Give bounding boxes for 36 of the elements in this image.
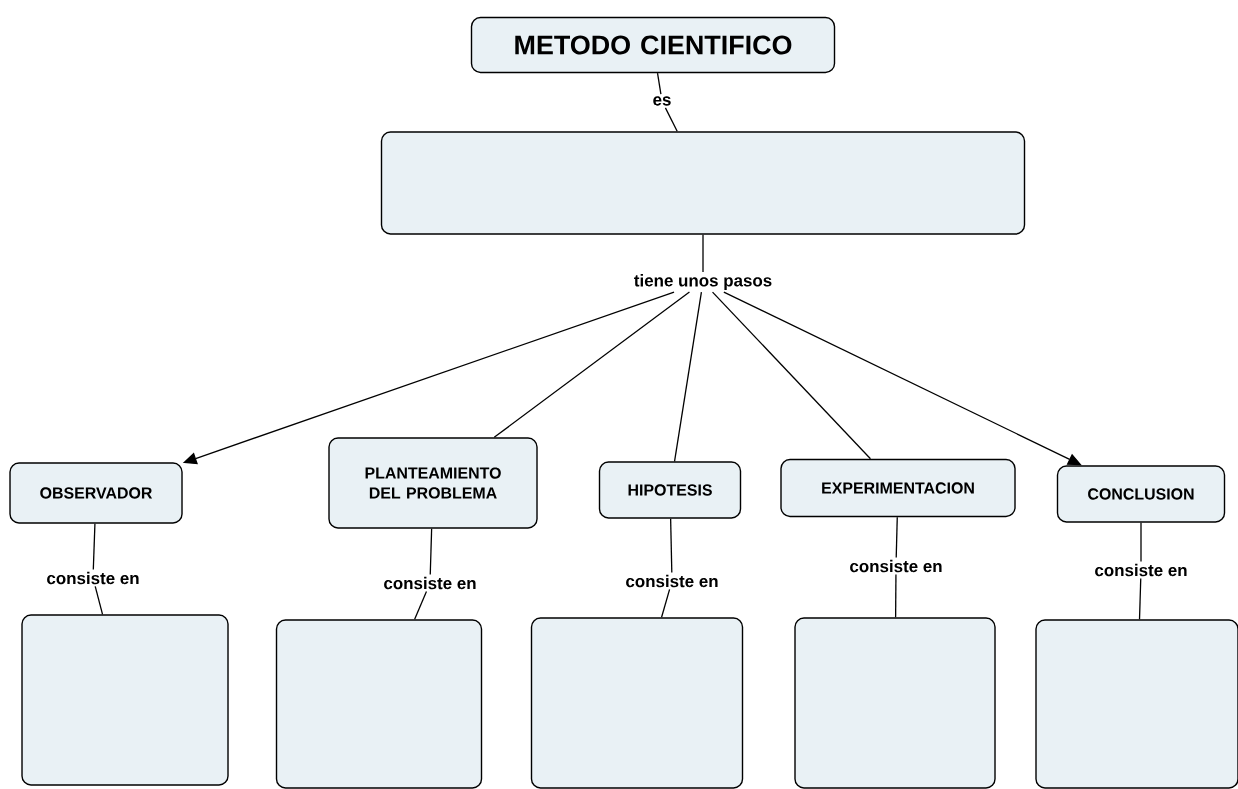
concept-box: PLANTEAMIENTO DEL PROBLEMA bbox=[328, 437, 538, 529]
connector-line bbox=[94, 585, 104, 615]
connector-line bbox=[429, 528, 433, 576]
empty-box bbox=[530, 617, 744, 789]
linking-phrase: consiste en bbox=[847, 557, 945, 575]
empty-box bbox=[275, 619, 483, 789]
linking-phrase: consiste en bbox=[623, 572, 721, 590]
connector-line bbox=[664, 107, 678, 132]
connector-line bbox=[1138, 577, 1142, 620]
linking-phrase: tiene unos pasos bbox=[631, 272, 775, 292]
connector-line bbox=[670, 518, 673, 574]
connector-line bbox=[1140, 522, 1142, 563]
arrow bbox=[723, 291, 1082, 466]
concept-box: CONCLUSION bbox=[1056, 465, 1226, 523]
connector-line bbox=[702, 234, 704, 273]
connector-line bbox=[414, 590, 428, 620]
connector-line bbox=[711, 291, 872, 460]
connector-line bbox=[92, 523, 96, 571]
linking-phrase: consiste en bbox=[1092, 561, 1190, 579]
connector-line bbox=[673, 291, 703, 462]
empty-box bbox=[21, 614, 229, 786]
empty-box bbox=[380, 131, 1026, 235]
concept-box: EXPERIMENTACION bbox=[780, 458, 1016, 518]
concept-box: HIPOTESIS bbox=[598, 461, 742, 519]
empty-box bbox=[794, 617, 996, 789]
connector-line bbox=[660, 588, 671, 618]
empty-box bbox=[1035, 619, 1238, 789]
linking-phrase: es bbox=[650, 94, 674, 108]
concept-box: OBSERVADOR bbox=[9, 462, 183, 524]
connector-line bbox=[895, 516, 898, 559]
concept-box: METODO CIENTIFICO bbox=[470, 16, 836, 74]
connector-line bbox=[656, 72, 662, 95]
connector-line bbox=[895, 573, 897, 618]
linking-phrase: consiste en bbox=[44, 569, 142, 587]
linking-phrase: consiste en bbox=[381, 574, 479, 592]
connector-line bbox=[493, 291, 691, 438]
